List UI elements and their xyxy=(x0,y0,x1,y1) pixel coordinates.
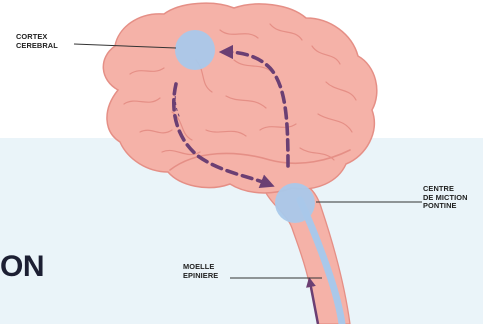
pontine-label-line-3: PONTINE xyxy=(423,202,468,211)
pontine-node xyxy=(275,183,315,223)
cortex-label-line-2: CEREBRAL xyxy=(16,42,58,51)
brain xyxy=(103,3,377,193)
cortex-label: CORTEX CEREBRAL xyxy=(16,33,58,50)
partial-heading: ON xyxy=(0,250,44,284)
spinal-label-line-2: EPINIERE xyxy=(183,272,218,281)
cortex-node xyxy=(175,30,215,70)
pontine-label: CENTRE DE MICTION PONTINE xyxy=(423,185,468,211)
spinal-label: MOELLE EPINIERE xyxy=(183,263,218,280)
